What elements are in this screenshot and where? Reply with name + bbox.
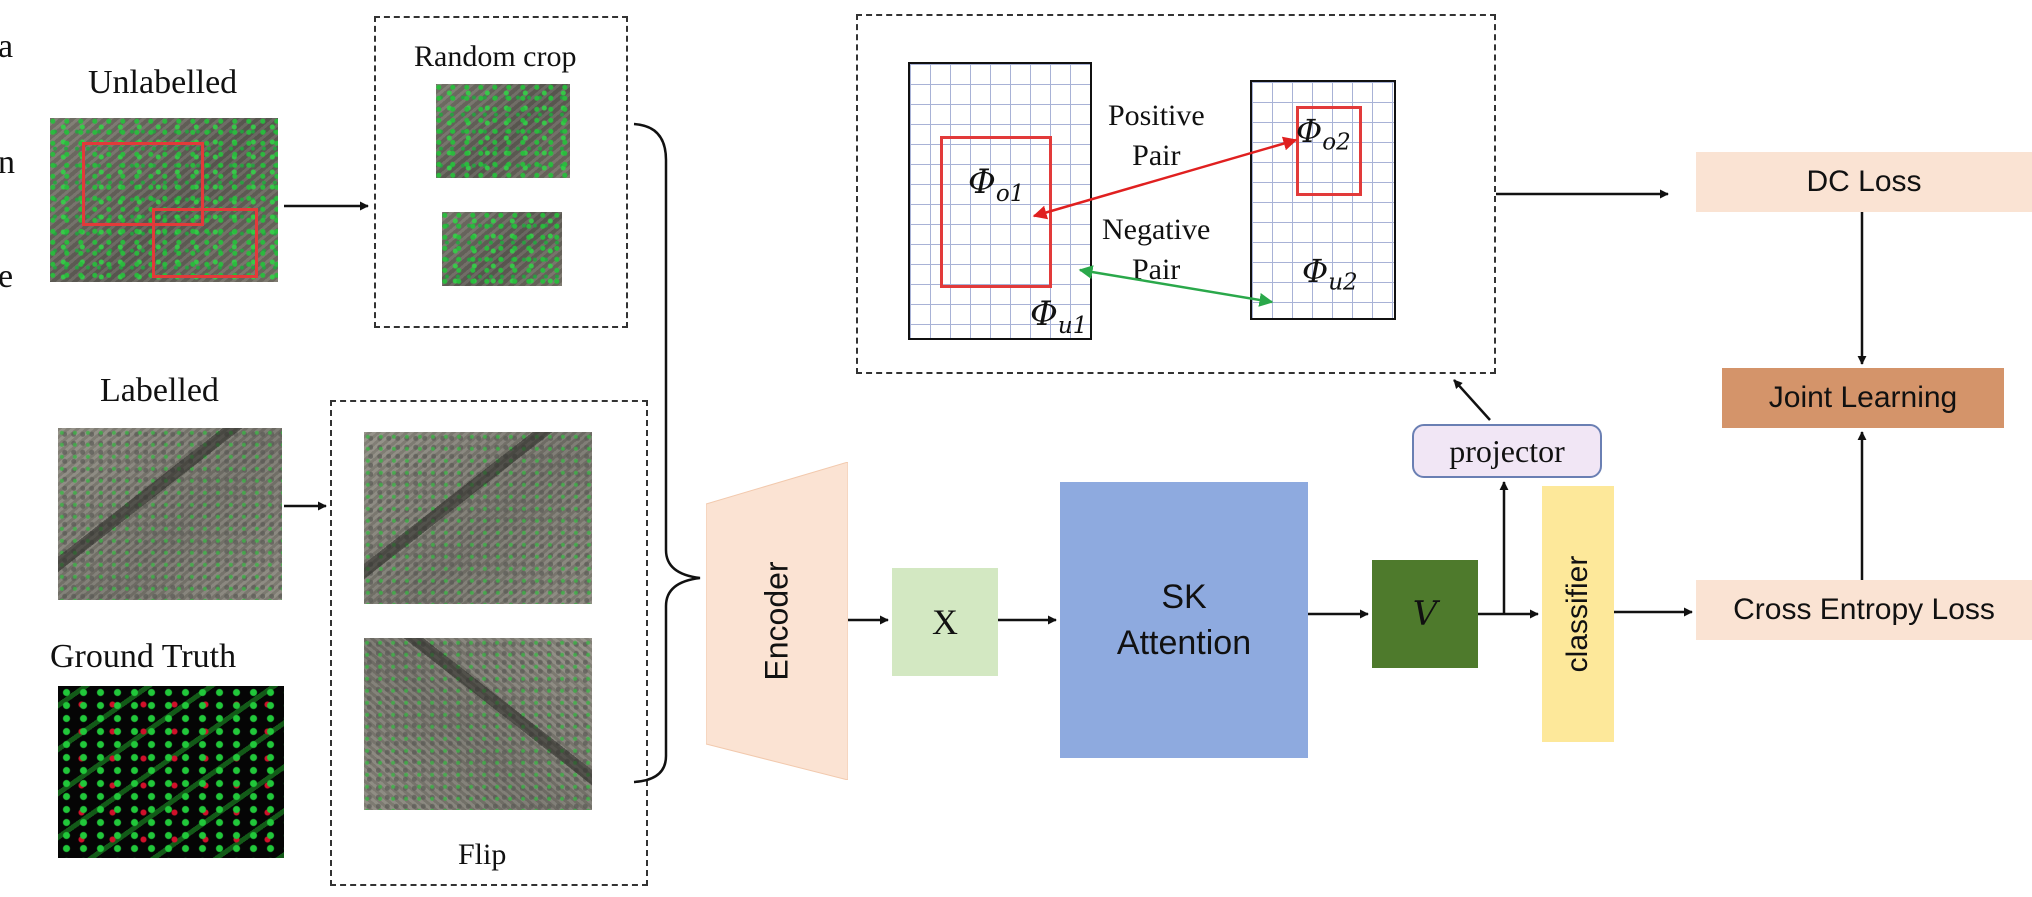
v-feature-block: V	[1372, 560, 1478, 668]
random-crop-box: Random crop	[374, 16, 628, 328]
x-feature-block: X	[892, 568, 998, 676]
ground-truth-label: Ground Truth	[50, 638, 237, 675]
sk-attention-block: SK Attention	[1060, 482, 1308, 758]
encoder-block	[706, 462, 848, 780]
phi-u2-label: Φu2	[1302, 252, 1358, 295]
sk-attention-line1: SK	[1161, 578, 1207, 616]
arrow-projector-to-pairs	[1453, 379, 1491, 421]
crop-box-1	[82, 142, 204, 226]
positive-pair-arrow	[1032, 136, 1298, 220]
ground-truth-image	[58, 686, 284, 858]
merge-brace	[633, 122, 701, 784]
phi-o2-symbol: Φ	[1296, 112, 1323, 150]
crop-box-2	[152, 208, 258, 278]
phi-o1-symbol: Φ	[968, 162, 996, 202]
phi-o2-subscript: o2	[1322, 129, 1351, 156]
phi-u1-subscript: u1	[1057, 312, 1088, 339]
flip-box: Flip	[330, 400, 648, 886]
labelled-image	[58, 428, 282, 600]
dc-loss-block: DC Loss	[1696, 152, 2032, 212]
unlabelled-image	[50, 118, 278, 282]
flip-label: Flip	[458, 838, 507, 871]
random-crop-image-2	[442, 212, 562, 286]
phi-o1-label: Φo1	[968, 162, 1024, 207]
positive-pair-line1: Positive	[1108, 99, 1205, 132]
unlabelled-label: Unlabelled	[88, 64, 238, 101]
clipped-text-n: n	[0, 144, 15, 181]
overlap-region-2	[1296, 106, 1362, 196]
sk-attention-line2: Attention	[1116, 624, 1252, 662]
joint-learning-block: Joint Learning	[1722, 368, 2004, 428]
random-crop-label: Random crop	[414, 40, 577, 73]
phi-u2-symbol: Φ	[1302, 252, 1329, 290]
negative-pair-arrow	[1078, 265, 1274, 307]
phi-u1-label: Φu1	[1030, 294, 1087, 339]
phi-u1-symbol: Φ	[1030, 294, 1058, 334]
clipped-text-a: a	[0, 28, 14, 65]
clipped-text-e: e	[0, 258, 14, 295]
flip-image-1	[364, 432, 592, 604]
projector-block: projector	[1412, 424, 1602, 478]
phi-o1-subscript: o1	[995, 180, 1025, 207]
classifier-block	[1542, 486, 1614, 742]
labelled-label: Labelled	[100, 372, 219, 409]
random-crop-image-1	[436, 84, 570, 178]
cross-entropy-loss-block: Cross Entropy Loss	[1696, 580, 2032, 640]
phi-o2-label: Φo2	[1296, 112, 1351, 155]
phi-u2-subscript: u2	[1328, 269, 1358, 296]
